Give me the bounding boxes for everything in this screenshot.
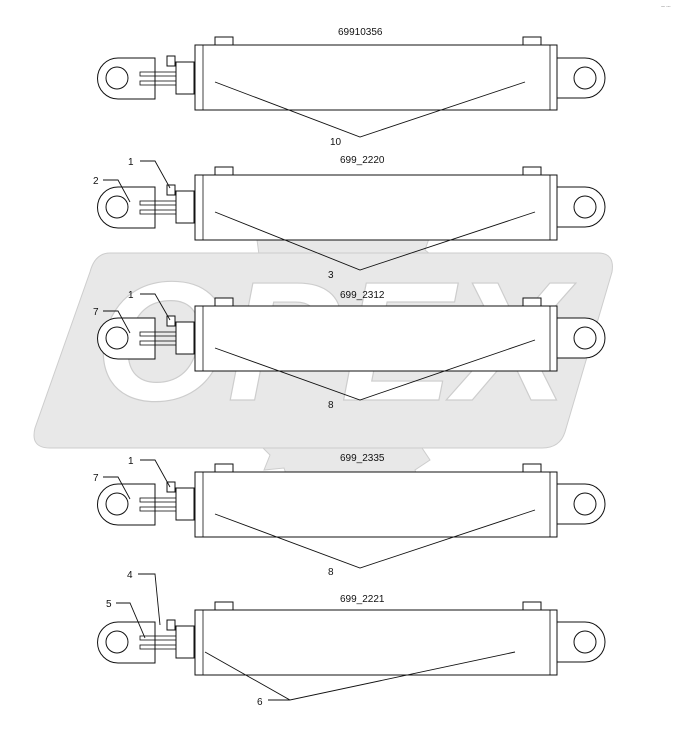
cylinder-code: 699_2312 (340, 290, 385, 301)
cylinder-699-2221: 699_2221 6 4 5 (97, 570, 606, 708)
callout-body: 3 (328, 270, 334, 281)
port (214, 36, 234, 46)
cylinder-barrel (194, 609, 558, 676)
locknut (175, 487, 195, 521)
cylinder-code: 699_2220 (340, 155, 385, 166)
port (522, 463, 542, 473)
grease-nipple (166, 481, 176, 493)
cylinder-699-2220: 699_2220 3 1 2 (93, 155, 606, 281)
eye-hole (573, 630, 597, 654)
leader-line (140, 459, 171, 488)
callout-rod-top: 1 (128, 290, 134, 301)
cylinder-code: 699_2335 (340, 453, 385, 464)
eye-hole (573, 195, 597, 219)
leader-line (103, 179, 131, 203)
port (522, 297, 542, 307)
leader-line (214, 339, 536, 401)
locknut (175, 321, 195, 355)
clevis-hole (105, 66, 129, 90)
cylinder-barrel (194, 44, 558, 111)
leader-line (140, 293, 171, 321)
cylinder-barrel (194, 305, 558, 372)
eye-hole (573, 66, 597, 90)
grease-nipple (166, 619, 176, 631)
leader-line (214, 509, 536, 569)
clevis-hole (105, 630, 129, 654)
eye-hole (573, 492, 597, 516)
cylinder-699-2312: 699_2312 8 1 7 (93, 290, 606, 411)
port (214, 166, 234, 176)
callout-rod-top: 1 (128, 456, 134, 467)
port (522, 166, 542, 176)
callout-rod-side: 2 (93, 176, 99, 187)
grease-nipple (166, 55, 176, 67)
leader-line (214, 211, 536, 271)
cylinder-699-2335: 699_2335 8 1 7 (93, 453, 606, 578)
callout-rod-side: 7 (93, 307, 99, 318)
grease-nipple (166, 315, 176, 327)
callout-rod-top: 4 (127, 570, 133, 581)
grease-nipple (166, 184, 176, 196)
leader-line (214, 81, 526, 138)
callout-rod-top: 1 (128, 157, 134, 168)
locknut (175, 625, 195, 659)
callout-body: 10 (330, 137, 342, 148)
leader-line (103, 310, 131, 334)
callout-body: 6 (257, 697, 263, 708)
leader-line (138, 573, 161, 626)
callout-body: 8 (328, 567, 334, 578)
callout-rod-side: 7 (93, 473, 99, 484)
leader-line (140, 160, 171, 189)
locknut (175, 190, 195, 224)
leader-line (103, 476, 131, 500)
callout-rod-side: 5 (106, 599, 112, 610)
clevis-hole (105, 492, 129, 516)
cylinder-code: 69910356 (338, 27, 383, 38)
clevis-hole (105, 326, 129, 350)
cylinder-barrel (194, 174, 558, 241)
port (214, 601, 234, 611)
clevis-hole (105, 195, 129, 219)
port (214, 463, 234, 473)
eye-hole (573, 326, 597, 350)
locknut (175, 61, 195, 95)
port (522, 601, 542, 611)
port (522, 36, 542, 46)
cylinder-code: 699_2221 (340, 594, 385, 605)
callout-body: 8 (328, 400, 334, 411)
corner-mark: — --- (661, 4, 671, 9)
cylinder-69910356: 69910356 10 (97, 27, 606, 148)
port (214, 297, 234, 307)
leader-line (116, 602, 146, 639)
